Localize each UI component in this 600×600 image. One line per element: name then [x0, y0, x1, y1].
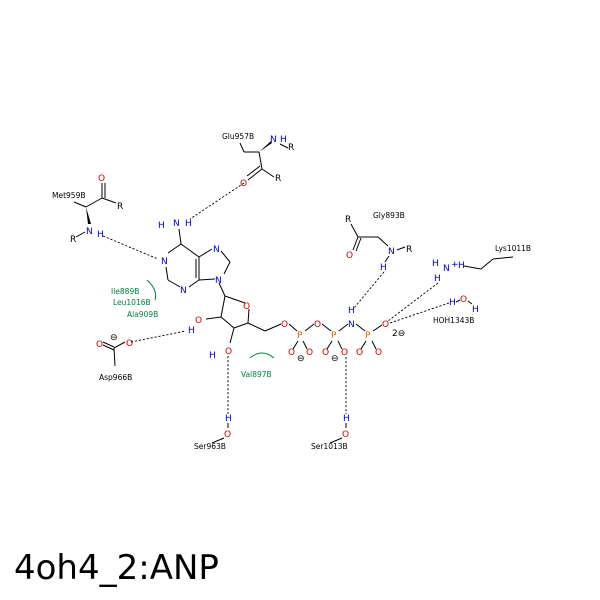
atom-h: H — [472, 305, 479, 315]
water-hoh1343: H O H HOH1343B — [433, 295, 479, 325]
diagram-title: 4oh4_2:ANP — [14, 548, 219, 588]
atom-h: H — [158, 221, 165, 231]
atom-r: R — [70, 235, 76, 245]
hbond-lys1011 — [387, 282, 439, 322]
atom-o: O — [288, 348, 295, 358]
label-glu957: Glu957B — [222, 132, 254, 141]
atom-o: O — [96, 340, 103, 350]
hbond-met959 — [102, 235, 159, 260]
residue-ser963: H O Ser963B — [194, 414, 232, 451]
atom-n: N — [215, 276, 222, 286]
hydrophobic-arc — [249, 352, 275, 359]
atom-o: O — [98, 174, 105, 184]
atom-h: H — [458, 261, 465, 271]
atom-n: N — [86, 227, 93, 237]
atom-h: H — [225, 414, 232, 424]
atom-h: H — [280, 135, 287, 145]
atom-o: O — [195, 316, 202, 326]
label-ser1013: Ser1013B — [311, 442, 348, 451]
hbond-asp966 — [130, 330, 187, 343]
hydrogen-bonds — [102, 182, 450, 414]
residue-glu957: Glu957B N H R R O — [222, 132, 294, 189]
atom-n: N — [388, 247, 395, 257]
atom-h: H — [97, 230, 104, 240]
label-val897: Val897B — [241, 370, 272, 379]
label-ala909: Ala909B — [127, 310, 158, 319]
atom-r: R — [275, 174, 281, 184]
atom-h: H — [348, 306, 355, 316]
atom-r: R — [406, 245, 412, 255]
atom-n: N — [213, 245, 220, 255]
atom-o: O — [346, 251, 353, 261]
atom-h: H — [188, 326, 195, 336]
atom-o: O — [375, 348, 382, 358]
atom-o: O — [314, 320, 321, 330]
residue-met959: Met959B O R N H R — [52, 174, 123, 245]
atom-r: R — [288, 143, 294, 153]
wedge-bond — [259, 141, 272, 152]
charge-minus: ⊖ — [110, 333, 118, 343]
atom-o: O — [322, 348, 329, 358]
residue-ser1013: H O Ser1013B — [311, 414, 350, 451]
atom-o: O — [356, 348, 363, 358]
charge-minus: ⊖ — [297, 354, 305, 364]
atom-o: O — [243, 302, 250, 312]
atom-h: H — [432, 259, 439, 269]
charge-plus: + — [451, 260, 459, 270]
label-leu1016: Leu1016B — [113, 298, 151, 307]
wedge-bond — [86, 207, 91, 224]
atom-o: O — [306, 348, 313, 358]
atom-o: O — [281, 320, 288, 330]
residue-asp966: ⊖ O O Asp966B — [96, 333, 133, 382]
atom-h: H — [343, 414, 350, 424]
atom-o: O — [460, 295, 467, 305]
atom-n: N — [348, 320, 355, 330]
hbond-glu957 — [189, 182, 245, 220]
atom-p: P — [365, 331, 371, 341]
atom-o: O — [126, 339, 133, 349]
label-hoh1343: HOH1343B — [433, 316, 474, 325]
atom-r: R — [117, 202, 123, 212]
label-lys1011: Lys1011B — [495, 244, 531, 253]
label-ile889: Ile889B — [111, 287, 139, 296]
atom-r: R — [345, 215, 351, 225]
atom-h: H — [185, 219, 192, 229]
ribose-ring: O O H O H — [188, 295, 282, 361]
residue-lys1011: Lys1011B H N H + H — [432, 244, 531, 284]
charge-two-minus: 2⊖ — [392, 329, 405, 339]
adenine-ring: H N H N N N N — [158, 219, 231, 297]
atom-h: H — [209, 351, 216, 361]
hydrophobic-contacts: Ile889B Leu1016B Ala909B Val897B — [111, 279, 275, 379]
atom-o: O — [342, 430, 349, 440]
atom-o: O — [225, 347, 232, 357]
atom-p: P — [331, 331, 337, 341]
hbond-gly893 — [353, 271, 385, 309]
atom-o: O — [240, 179, 247, 189]
atom-h: H — [449, 298, 456, 308]
atom-o: O — [382, 320, 389, 330]
label-ser963: Ser963B — [194, 442, 226, 451]
atom-n: N — [180, 286, 187, 296]
atom-n: N — [270, 135, 277, 145]
atom-o: O — [224, 430, 231, 440]
atom-n: N — [173, 219, 180, 229]
hydrophobic-arc — [146, 279, 157, 301]
atom-p: P — [297, 331, 303, 341]
residue-gly893: Gly893B R O N R H — [345, 211, 412, 273]
atom-h: H — [434, 274, 441, 284]
label-gly893: Gly893B — [373, 211, 405, 220]
atom-n: N — [443, 264, 450, 274]
atom-n: N — [161, 257, 168, 267]
charge-minus: ⊖ — [331, 354, 339, 364]
label-asp966: Asp966B — [99, 373, 132, 382]
atom-o: O — [341, 348, 348, 358]
phosphate-chain: O P O O ⊖ O P O O ⊖ H N P O O O 2⊖ — [281, 306, 405, 364]
label-met959: Met959B — [52, 191, 86, 200]
atom-h: H — [380, 263, 387, 273]
